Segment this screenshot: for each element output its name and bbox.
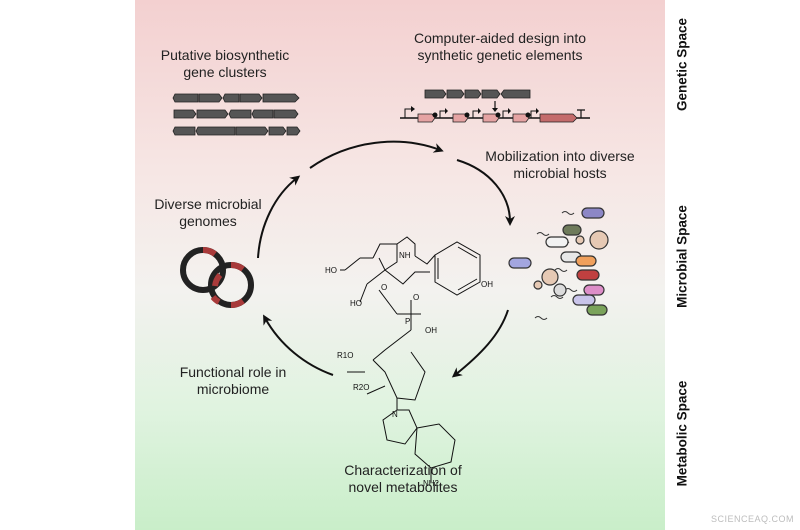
chemical-structure bbox=[340, 236, 481, 482]
chem-label-o-p: O bbox=[413, 293, 419, 302]
chem-label-nh: NH bbox=[399, 251, 411, 260]
cycle-arrows bbox=[257, 140, 515, 378]
arrow-genetic-to-synthetic bbox=[309, 140, 444, 169]
chem-label-ho2: HO bbox=[350, 299, 362, 308]
chem-label-ho1: HO bbox=[325, 266, 337, 275]
chem-label-r1o: R1O bbox=[337, 351, 353, 360]
chem-label-o-ring: O bbox=[381, 283, 387, 292]
label-diverse-genomes: Diverse microbial genomes bbox=[154, 196, 262, 229]
chem-label-r2o: R2O bbox=[353, 383, 369, 392]
space-label-microbial: Microbial Space bbox=[674, 205, 690, 308]
gene-clusters-graphic bbox=[172, 93, 301, 136]
label-mobilization: Mobilization into diverse microbial host… bbox=[485, 148, 635, 181]
chem-label-n-ring: N bbox=[392, 410, 398, 419]
space-label-genetic: Genetic Space bbox=[674, 17, 690, 112]
chem-label-oh-phenol: OH bbox=[481, 280, 493, 289]
chem-label-oh-p: OH bbox=[425, 326, 437, 335]
arrow-genomes-to-clusters bbox=[257, 175, 301, 259]
microbial-hosts-graphic bbox=[508, 207, 609, 320]
genomes-graphic bbox=[180, 247, 254, 308]
arrow-hosts-to-metabolites bbox=[451, 309, 509, 378]
diagram-canvas: HO HO NH OH O P O OH R1O R2O N NH2 bbox=[172, 89, 609, 488]
chem-label-nh2: NH2 bbox=[423, 479, 440, 488]
space-label-metabolic: Metabolic Space bbox=[674, 380, 690, 487]
label-computer-aided-design: Computer-aided design into synthetic gen… bbox=[414, 30, 586, 63]
label-characterization: Characterization of novel metabolites bbox=[344, 462, 462, 495]
watermark: SCIENCEAQ.COM bbox=[710, 514, 794, 524]
chem-text-group: HO HO NH OH O P O OH R1O R2O N NH2 bbox=[325, 251, 493, 488]
synthetic-elements-graphic bbox=[400, 89, 590, 123]
chem-label-p: P bbox=[405, 317, 410, 326]
label-gene-clusters: Putative biosynthetic gene clusters bbox=[160, 47, 290, 80]
arrow-metabolites-to-function bbox=[263, 314, 334, 376]
arrow-synthetic-to-hosts bbox=[456, 159, 515, 226]
label-functional-role: Functional role in microbiome bbox=[179, 364, 287, 397]
